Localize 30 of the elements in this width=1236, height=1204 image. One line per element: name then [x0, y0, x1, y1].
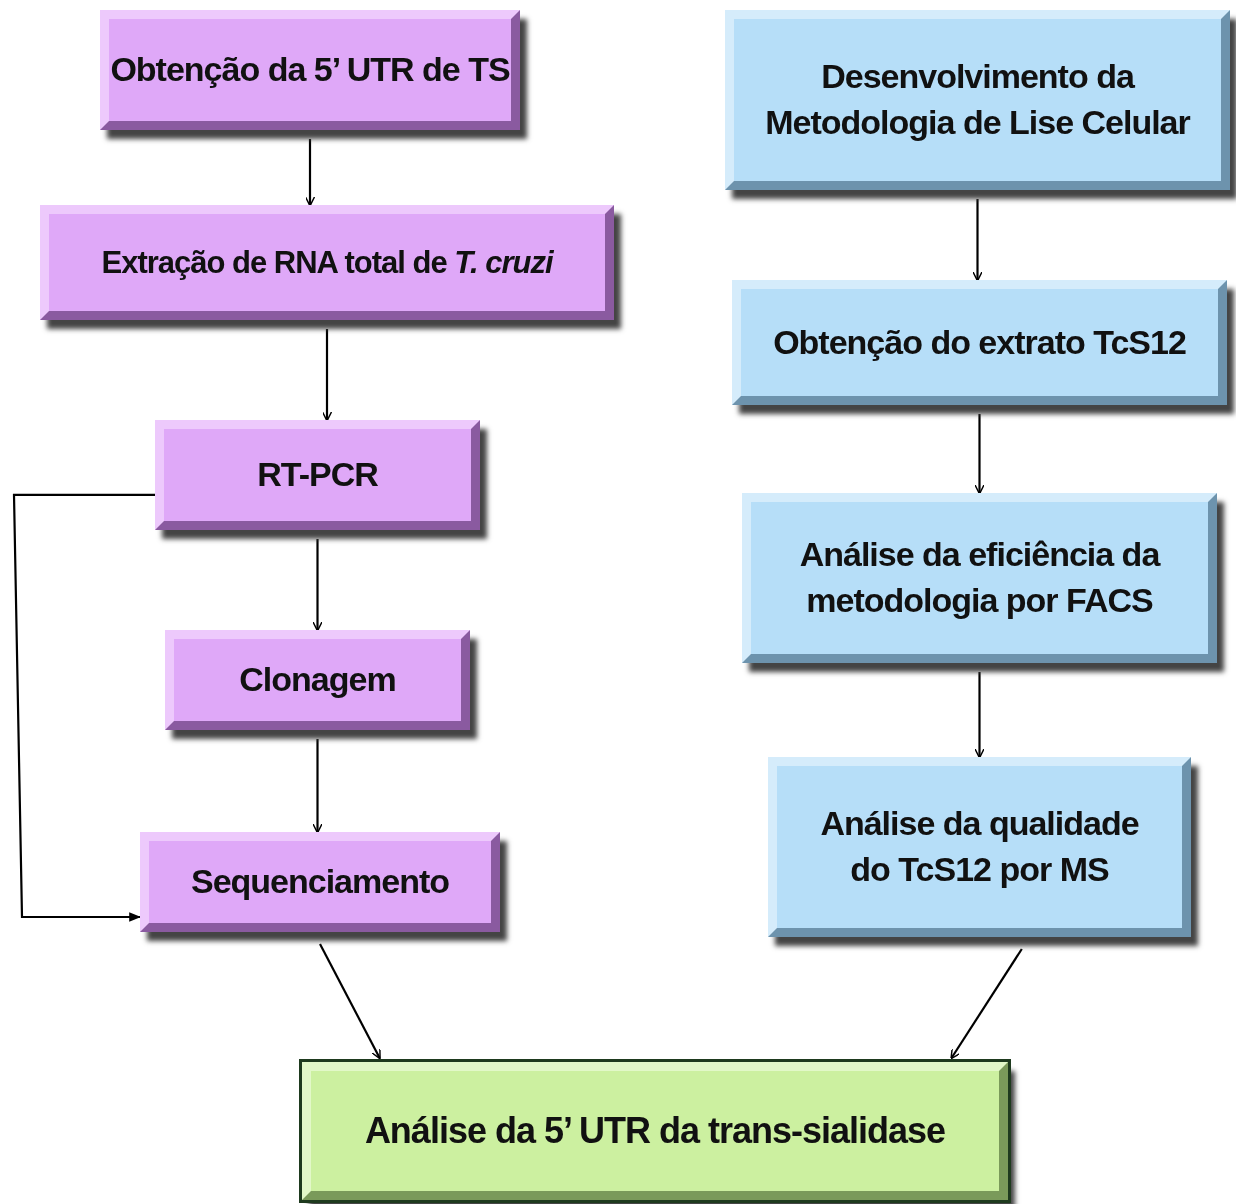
step-label: RT-PCR: [257, 454, 378, 496]
arrow: [974, 414, 985, 495]
arrow: [312, 539, 323, 632]
step-label: Análise da eficiência da metodologia por FACS: [798, 534, 1162, 621]
step-label: Análise da qualidade do TcS12 por MS: [819, 803, 1140, 890]
step-label: Obtenção do extrato TcS12: [773, 321, 1186, 363]
arrow: [319, 943, 381, 1060]
step-label: Desenvolvimento da Metodologia de Lise Celular: [764, 56, 1192, 143]
process-box: [100, 10, 520, 130]
process-box: [40, 205, 614, 320]
step-label: Extração de RNA total de T. cruzi: [101, 243, 553, 282]
process-box: [165, 630, 470, 730]
process-box: [155, 420, 480, 530]
process-box: [768, 757, 1191, 937]
process-box: [140, 832, 500, 932]
arrow: [321, 329, 333, 422]
step-label: Clonagem: [239, 659, 396, 701]
process-box: [732, 280, 1227, 405]
process-box: [302, 1062, 1008, 1200]
arrow: [974, 672, 985, 759]
process-box: [742, 493, 1217, 663]
arrow: [12, 493, 155, 922]
arrow: [312, 739, 323, 834]
step-label: Obtenção da 5’ UTR de TS: [110, 49, 510, 91]
arrow: [304, 139, 316, 207]
step-label: Sequenciamento: [190, 861, 450, 903]
arrow: [950, 948, 1023, 1060]
arrow: [972, 199, 983, 282]
step-label: Análise da 5’ UTR da trans-sialidase: [364, 1108, 946, 1153]
process-box: [725, 10, 1230, 190]
